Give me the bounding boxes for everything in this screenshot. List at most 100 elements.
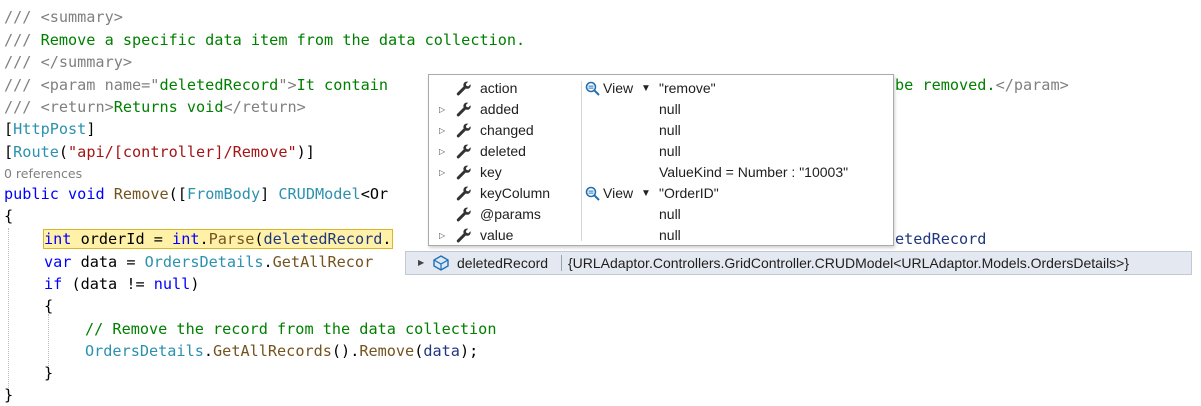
variable: data <box>80 275 118 293</box>
punctuation: ] <box>260 185 279 203</box>
code-line[interactable]: OrdersDetails.GetAllRecords().Remove(dat… <box>85 341 478 362</box>
triangle-right-icon[interactable]: ▷ <box>439 147 446 156</box>
keyword: null <box>153 275 191 293</box>
wrench-icon <box>456 144 472 159</box>
member-name: keyColumn <box>480 185 551 201</box>
bracket: [ <box>4 143 14 161</box>
code-line[interactable]: /// </summary> <box>4 52 132 73</box>
code-line[interactable]: // Remove the record from the data colle… <box>85 319 496 340</box>
magnifier-icon[interactable] <box>585 81 600 96</box>
member-value: "remove" <box>659 80 716 96</box>
doc-text: It contain <box>296 76 389 94</box>
code-line[interactable]: /// <return>Returns void</return> <box>4 97 306 118</box>
code-line[interactable]: var data = OrdersDetails.GetAllRecor <box>44 252 373 273</box>
parameter[interactable]: deletedRecord <box>263 230 383 248</box>
punctuation: . <box>199 230 209 248</box>
punctuation: <Or <box>360 185 389 203</box>
paren: ( <box>254 230 264 248</box>
code-line-tail[interactable]: etedRecord <box>895 229 986 250</box>
bracket: [ <box>4 120 14 138</box>
keyword: if <box>44 275 63 293</box>
variable: data <box>423 342 460 360</box>
paren: ( <box>414 342 424 360</box>
code-line[interactable]: /// <summary> <box>4 7 123 28</box>
code-line-current[interactable]: int orderId = int.Parse(deletedRecord. <box>43 229 393 250</box>
keyword: public <box>4 185 59 203</box>
code-line-tail[interactable]: be removed.</param> <box>895 75 1069 96</box>
type-name: CRUDModel <box>278 185 361 203</box>
code-line[interactable]: } <box>44 363 53 384</box>
comment: // Remove the record from the data colle… <box>85 320 497 338</box>
caret-down-icon[interactable]: ▼ <box>641 188 651 199</box>
doc-text: be removed. <box>895 76 996 94</box>
datatip-row-action[interactable]: action View ▼ "remove" <box>429 78 893 99</box>
triangle-right-icon[interactable]: ▶ <box>418 258 425 267</box>
doc-attr: deletedRecord <box>159 76 279 94</box>
member-name: action <box>480 80 518 96</box>
punctuation: ([ <box>168 185 187 203</box>
method-name: GetAllRecords <box>213 342 332 360</box>
doc-prefix: /// <box>4 76 41 94</box>
references-count[interactable]: 0 references <box>4 166 83 181</box>
datatip-header-row[interactable]: ▶ deletedRecord {URLAdaptor.Controllers.… <box>405 251 1192 275</box>
member-value: null <box>659 101 681 117</box>
string-literal: "api/[controller]/Remove" <box>68 143 297 161</box>
member-value: null <box>659 143 681 159</box>
caret-down-icon[interactable]: ▼ <box>641 83 651 94</box>
triangle-right-icon[interactable]: ▷ <box>439 168 446 177</box>
punctuation: . <box>203 342 214 360</box>
code-line[interactable]: public void Remove([FromBody] CRUDModel<… <box>4 184 388 205</box>
code-line[interactable]: { <box>4 206 13 227</box>
current-statement-highlight: int orderId = int.Parse(deletedRecord. <box>43 229 393 249</box>
operator: = <box>117 253 145 271</box>
operator: != <box>117 275 154 293</box>
doc-tag: /// <summary> <box>4 8 123 26</box>
method-name: Remove <box>113 185 169 203</box>
doc-text: Returns void <box>113 98 224 116</box>
operator: = <box>144 230 173 248</box>
wrench-icon <box>456 123 472 138</box>
object-icon <box>433 255 449 271</box>
code-line[interactable]: /// <param name="deletedRecord">It conta… <box>4 75 388 96</box>
magnifier-icon[interactable] <box>585 186 600 201</box>
code-line[interactable]: [Route("api/[controller]/Remove")] <box>4 142 315 163</box>
keyword: var <box>44 253 72 271</box>
doc-tag: </param> <box>995 76 1069 94</box>
triangle-right-icon[interactable]: ▷ <box>439 126 446 135</box>
triangle-right-icon[interactable]: ▷ <box>439 105 446 114</box>
punctuation: ( <box>62 275 81 293</box>
indent-guide <box>8 228 9 398</box>
triangle-right-icon[interactable]: ▷ <box>439 231 446 240</box>
method-name: GetAllRecor <box>272 253 374 271</box>
codelens-references[interactable]: 0 references <box>4 163 82 184</box>
member-name: value <box>480 227 514 243</box>
paren: ( <box>58 143 69 161</box>
variable: orderId <box>80 230 145 248</box>
member-value: null <box>659 122 681 138</box>
column-separator <box>581 81 582 241</box>
indent-guide <box>48 314 49 374</box>
brace: { <box>4 207 14 225</box>
brace: { <box>44 297 54 315</box>
brace: } <box>4 386 14 404</box>
code-line[interactable]: /// Remove a specific data item from the… <box>4 30 525 51</box>
wrench-icon <box>456 165 472 180</box>
view-button[interactable]: View <box>603 185 634 201</box>
code-line[interactable]: if (data != null) <box>44 274 199 295</box>
punctuation: ); <box>459 342 479 360</box>
keyword: int <box>44 230 72 248</box>
divider <box>561 255 562 271</box>
code-line[interactable]: } <box>4 385 13 406</box>
variable-name: deletedRecord <box>457 255 549 271</box>
view-button[interactable]: View <box>603 80 634 96</box>
code-line[interactable]: { <box>44 296 53 317</box>
code-line[interactable]: [HttpPost] <box>4 119 95 140</box>
